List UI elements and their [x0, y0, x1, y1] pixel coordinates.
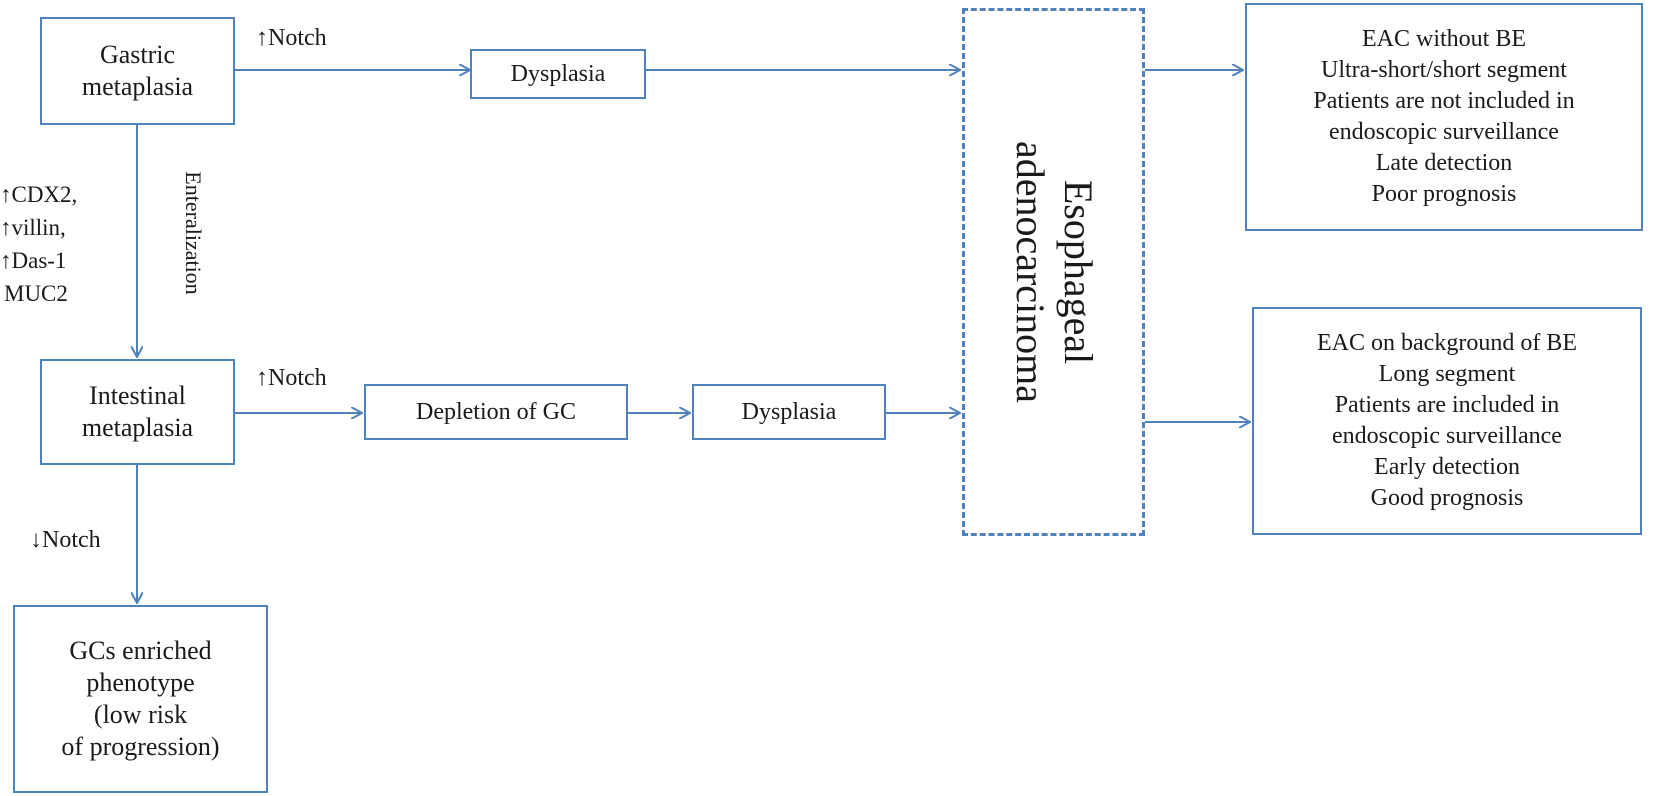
gcs-line-1: GCs enriched	[69, 636, 212, 665]
without-be-line-5: Late detection	[1375, 150, 1513, 176]
on-be-line-1: EAC on background of BE	[1317, 330, 1577, 356]
notch-up-top-label: ↑Notch	[256, 25, 327, 51]
enteralization-label: Enteralization	[181, 171, 206, 295]
eac-line-2: adenocarcinoma	[1007, 140, 1053, 404]
gcs-line-3: (low risk	[93, 700, 188, 729]
depletion-gc-box: Depletion of GC	[364, 384, 628, 440]
markers-label: ↑CDX2, ↑villin, ↑Das-1 MUC2	[0, 178, 77, 310]
intestinal-line-2: metaplasia	[81, 413, 194, 442]
on-be-line-5: Early detection	[1374, 454, 1520, 480]
gastric-line-2: metaplasia	[81, 72, 194, 101]
eac-box: Esophageal adenocarcinoma	[962, 8, 1145, 536]
gastric-metaplasia-box: Gastric metaplasia	[40, 17, 235, 125]
marker-cdx2: ↑CDX2,	[0, 182, 78, 207]
dysplasia-top-box: Dysplasia	[470, 49, 646, 99]
gastric-line-1: Gastric	[99, 40, 176, 69]
dysplasia-bottom-box: Dysplasia	[692, 384, 886, 440]
eac-line-1: Esophageal	[1055, 179, 1101, 365]
intestinal-metaplasia-box: Intestinal metaplasia	[40, 359, 235, 465]
without-be-line-1: EAC without BE	[1361, 26, 1526, 52]
on-be-line-3: Patients are included in	[1334, 392, 1560, 418]
depletion-gc-label: Depletion of GC	[416, 398, 576, 425]
without-be-line-6: Poor prognosis	[1371, 181, 1517, 207]
eac-rotated-text: Esophageal adenocarcinoma	[1006, 12, 1102, 532]
dysplasia-bottom-label: Dysplasia	[741, 398, 837, 425]
gcs-line-4: of progression)	[61, 732, 220, 761]
gcs-line-2: phenotype	[86, 668, 195, 697]
eac-on-be-box: EAC on background of BE Long segment Pat…	[1252, 307, 1642, 535]
gcs-enriched-box: GCs enriched phenotype (low risk of prog…	[13, 605, 268, 793]
without-be-line-3: Patients are not included in	[1313, 88, 1575, 114]
dysplasia-top-label: Dysplasia	[510, 60, 606, 87]
eac-without-be-box: EAC without BE Ultra-short/short segment…	[1245, 3, 1643, 231]
notch-up-bottom-label: ↑Notch	[256, 365, 327, 391]
without-be-line-4: endoscopic surveillance	[1329, 119, 1559, 145]
marker-das1: ↑Das-1	[0, 248, 67, 273]
marker-villin: ↑villin,	[0, 215, 66, 240]
on-be-line-4: endoscopic surveillance	[1332, 423, 1562, 449]
on-be-line-6: Good prognosis	[1370, 485, 1524, 511]
notch-down-label: ↓Notch	[30, 527, 101, 553]
marker-muc2: MUC2	[4, 281, 68, 306]
intestinal-line-1: Intestinal	[89, 381, 186, 410]
on-be-line-2: Long segment	[1378, 361, 1516, 387]
without-be-line-2: Ultra-short/short segment	[1321, 57, 1567, 83]
